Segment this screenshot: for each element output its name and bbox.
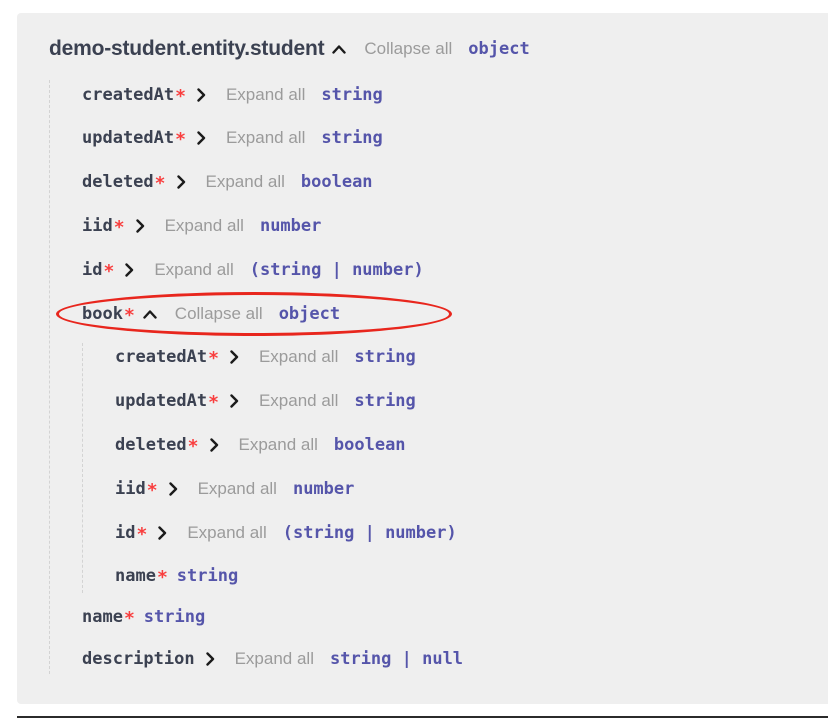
chevron-right-icon[interactable]	[225, 390, 243, 412]
property-row-deleted: deleted* Expand all boolean	[82, 167, 373, 197]
tree-guide-line	[49, 80, 50, 674]
expand-all-button[interactable]: Expand all	[205, 172, 285, 191]
property-row-description: description Expand all string | null	[82, 644, 463, 674]
expand-all-button[interactable]: Expand all	[154, 260, 234, 279]
chevron-right-icon[interactable]	[205, 434, 223, 456]
required-marker: *	[175, 128, 186, 150]
type-label: number	[259, 216, 322, 236]
property-name: createdAt	[82, 85, 175, 105]
schema-root-row: demo-student.entity.student Collapse all…	[49, 34, 530, 64]
expand-all-button[interactable]: Expand all	[197, 479, 277, 498]
type-label: boolean	[333, 435, 406, 455]
nested-property-row-id: id* Expand all (string | number)	[115, 518, 457, 548]
required-marker: *	[123, 304, 135, 326]
collapse-all-button[interactable]: Collapse all	[364, 39, 453, 58]
property-row-id: id* Expand all (string | number)	[82, 255, 424, 285]
nested-property-row-name: name* string	[115, 561, 238, 591]
type-label: (string | number)	[249, 260, 424, 280]
expand-all-button[interactable]: Expand all	[234, 649, 314, 668]
property-name: id	[82, 260, 103, 280]
property-name: iid	[82, 216, 113, 236]
property-name: iid	[115, 479, 146, 499]
property-name: id	[115, 523, 136, 543]
window-bottom-border	[17, 716, 828, 718]
type-label: (string | number)	[282, 523, 457, 543]
expand-all-button[interactable]: Expand all	[225, 128, 306, 147]
type-label: string	[354, 347, 416, 367]
type-label: object	[468, 39, 530, 59]
chevron-right-icon[interactable]	[153, 522, 171, 544]
type-label: boolean	[300, 172, 373, 192]
property-name: updatedAt	[82, 128, 175, 148]
required-marker: *	[103, 260, 115, 282]
required-marker: *	[156, 566, 168, 588]
nested-property-row-createdat: createdAt* Expand all string	[115, 342, 416, 372]
chevron-up-icon[interactable]	[141, 303, 159, 325]
nested-property-row-iid: iid* Expand all number	[115, 474, 354, 504]
type-label: object	[278, 304, 341, 324]
nested-property-row-updatedat: updatedAt* Expand all string	[115, 386, 416, 416]
collapse-all-button[interactable]: Collapse all	[174, 304, 263, 323]
type-label: string	[176, 566, 239, 586]
required-marker: *	[123, 607, 135, 629]
property-name: name	[82, 607, 123, 627]
property-name: updatedAt	[115, 391, 208, 411]
required-marker: *	[136, 523, 148, 545]
chevron-right-icon[interactable]	[225, 346, 243, 368]
property-row-name: name* string	[82, 602, 205, 632]
property-row-iid: iid* Expand all number	[82, 211, 321, 241]
chevron-right-icon[interactable]	[192, 84, 210, 106]
schema-root-title: demo-student.entity.student	[49, 37, 325, 60]
required-marker: *	[113, 216, 125, 238]
required-marker: *	[208, 391, 219, 413]
type-label: number	[292, 479, 355, 499]
property-name: deleted	[115, 435, 187, 455]
tree-guide-line-nested	[82, 343, 83, 593]
property-row-updatedat: updatedAt* Expand all string	[82, 123, 383, 153]
nested-property-row-deleted: deleted* Expand all boolean	[115, 430, 406, 460]
property-name: book	[82, 304, 123, 324]
chevron-right-icon[interactable]	[131, 215, 149, 237]
required-marker: *	[208, 347, 219, 369]
chevron-right-icon[interactable]	[201, 648, 219, 670]
required-marker: *	[175, 85, 186, 107]
type-label: string	[354, 391, 416, 411]
chevron-right-icon[interactable]	[164, 478, 182, 500]
required-marker: *	[187, 435, 199, 457]
property-row-book: book* Collapse all object	[82, 299, 340, 329]
expand-all-button[interactable]: Expand all	[258, 347, 339, 366]
expand-all-button[interactable]: Expand all	[225, 85, 306, 104]
required-marker: *	[146, 479, 158, 501]
property-row-createdat: createdAt* Expand all string	[82, 80, 383, 110]
expand-all-button[interactable]: Expand all	[238, 435, 318, 454]
type-label: string	[321, 85, 383, 105]
chevron-up-icon[interactable]	[330, 38, 348, 60]
chevron-right-icon[interactable]	[192, 127, 210, 149]
schema-panel	[17, 13, 828, 704]
property-name: createdAt	[115, 347, 208, 367]
chevron-right-icon[interactable]	[172, 171, 190, 193]
expand-all-button[interactable]: Expand all	[258, 391, 339, 410]
type-label: string | null	[329, 649, 464, 669]
property-name: deleted	[82, 172, 154, 192]
expand-all-button[interactable]: Expand all	[164, 216, 244, 235]
property-name: description	[82, 649, 195, 669]
required-marker: *	[154, 172, 166, 194]
property-name: name	[115, 566, 156, 586]
chevron-right-icon[interactable]	[120, 259, 138, 281]
expand-all-button[interactable]: Expand all	[187, 523, 267, 542]
type-label: string	[321, 128, 383, 148]
type-label: string	[143, 607, 206, 627]
